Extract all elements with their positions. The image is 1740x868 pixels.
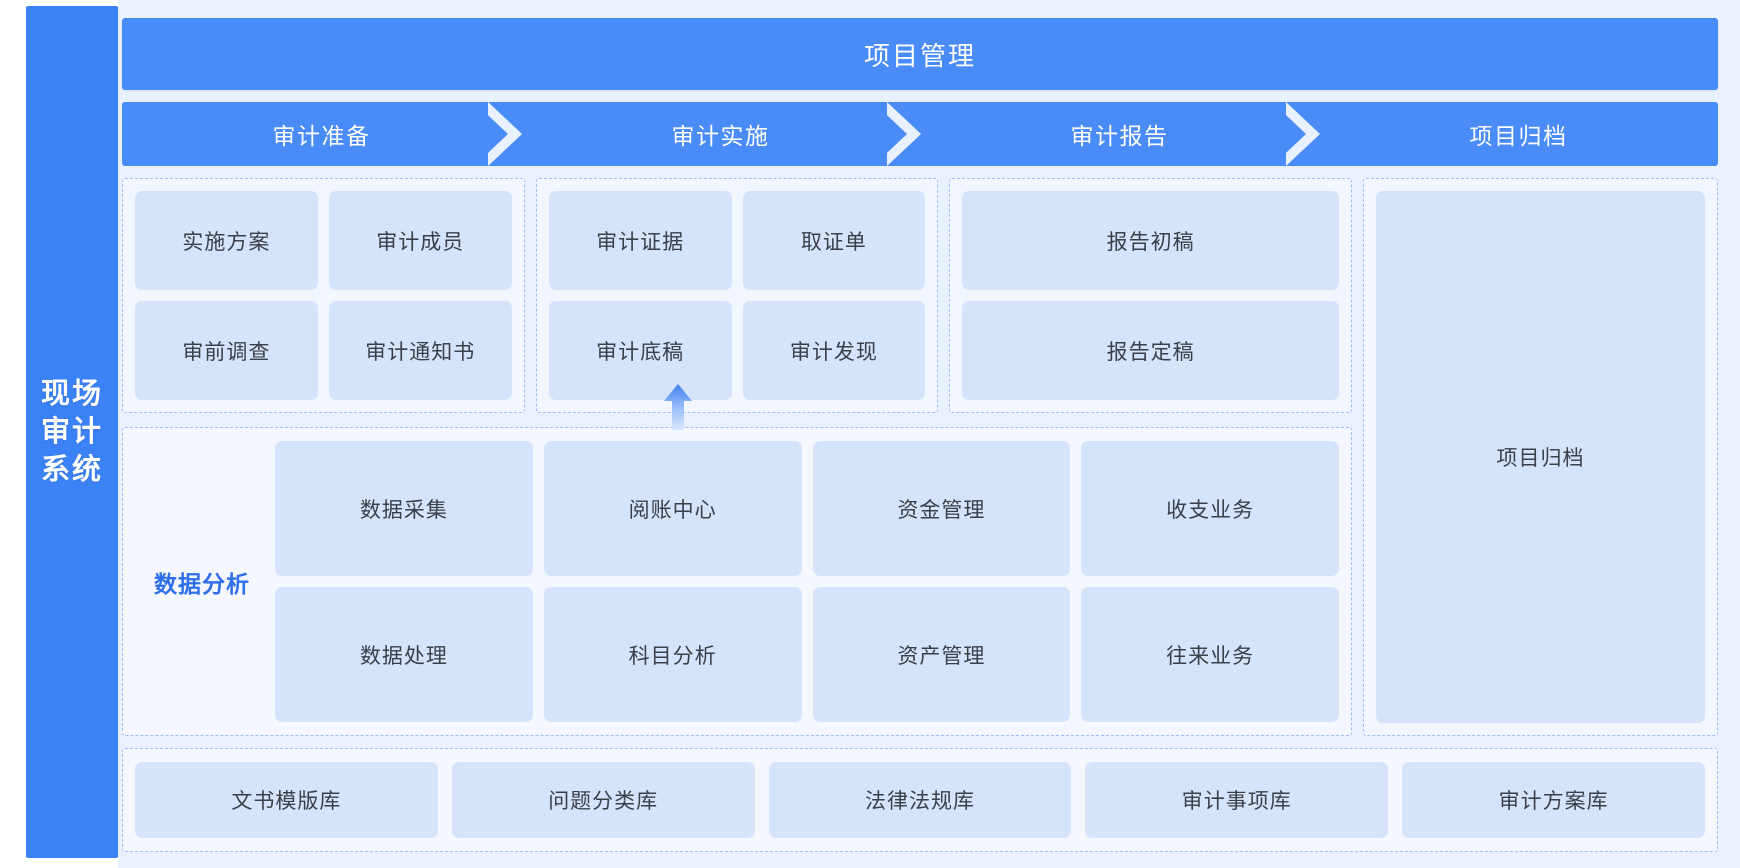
card-audit-working-paper[interactable]: 审计底稿 [548, 301, 732, 400]
project-management-bar[interactable]: 项目管理 [122, 18, 1718, 90]
card-revenue-expenditure[interactable]: 收支业务 [1081, 441, 1339, 576]
card-data-processing[interactable]: 数据处理 [275, 587, 533, 722]
chevron-right-icon [488, 102, 522, 166]
preparation-card-grid: 实施方案 审计成员 审前调查 审计通知书 [135, 191, 512, 400]
project-management-label: 项目管理 [863, 40, 976, 71]
card-issue-classification-library[interactable]: 问题分类库 [451, 762, 755, 838]
card-laws-regulations-library[interactable]: 法律法规库 [768, 762, 1072, 838]
data-analysis-card-grid: 数据采集 阅账中心 资金管理 收支业务 数据处理 科目分析 资产管理 往来业务 [275, 441, 1339, 722]
card-audit-evidence[interactable]: 审计证据 [548, 191, 732, 290]
card-audit-notice[interactable]: 审计通知书 [328, 301, 512, 400]
card-report-draft[interactable]: 报告初稿 [962, 191, 1340, 290]
report-card-grid: 报告初稿 报告定稿 [962, 191, 1340, 400]
stage-groups-row: 实施方案 审计成员 审前调查 审计通知书 审计证据 取证单 审计底稿 审计发现 [122, 178, 1353, 413]
card-data-collection[interactable]: 数据采集 [275, 441, 533, 576]
system-title: 现场审计系统 [40, 377, 103, 487]
stage-audit-preparation[interactable]: 审计准备 [122, 102, 522, 166]
group-audit-implementation: 审计证据 取证单 审计底稿 审计发现 [535, 178, 939, 413]
stage-project-archive[interactable]: 项目归档 [1319, 102, 1718, 166]
stage-bar: 审计准备 审计实施 审计报告 [122, 102, 1718, 166]
implementation-card-grid: 审计证据 取证单 审计底稿 审计发现 [548, 191, 926, 400]
chevron-right-icon [887, 102, 921, 166]
card-document-template-library[interactable]: 文书模版库 [135, 762, 438, 838]
card-implementation-plan[interactable]: 实施方案 [135, 191, 318, 290]
stage-audit-implementation[interactable]: 审计实施 [521, 102, 921, 166]
stage-content-columns: 实施方案 审计成员 审前调查 审计通知书 审计证据 取证单 审计底稿 审计发现 [122, 178, 1353, 736]
card-asset-management[interactable]: 资产管理 [812, 587, 1071, 722]
card-audit-members[interactable]: 审计成员 [328, 191, 512, 290]
card-account-analysis[interactable]: 科目分析 [543, 587, 802, 722]
card-fund-management[interactable]: 资金管理 [812, 441, 1071, 576]
stage-label: 审计实施 [671, 123, 770, 149]
group-audit-report: 报告初稿 报告定稿 [949, 178, 1353, 413]
card-current-account-business[interactable]: 往来业务 [1081, 587, 1339, 722]
stage-label: 审计准备 [272, 123, 371, 149]
card-audit-finding[interactable]: 审计发现 [742, 301, 926, 400]
card-audit-plan-library[interactable]: 审计方案库 [1402, 762, 1705, 838]
stage-label: 审计报告 [1070, 123, 1169, 149]
card-pre-audit-survey[interactable]: 审前调查 [135, 301, 318, 400]
data-analysis-label: 数据分析 [154, 570, 250, 597]
work-area: 实施方案 审计成员 审前调查 审计通知书 审计证据 取证单 审计底稿 审计发现 [122, 178, 1718, 736]
stage-audit-report[interactable]: 审计报告 [920, 102, 1320, 166]
chevron-right-icon [1286, 102, 1320, 166]
card-audit-matters-library[interactable]: 审计事项库 [1085, 762, 1389, 838]
stage-label: 项目归档 [1469, 123, 1568, 149]
group-audit-preparation: 实施方案 审计成员 审前调查 审计通知书 [122, 178, 525, 413]
card-report-final[interactable]: 报告定稿 [962, 301, 1340, 400]
main-panel: 项目管理 审计准备 审计实施 审 [118, 0, 1740, 868]
group-project-archive: 项目归档 [1363, 178, 1718, 736]
group-data-analysis: 数据分析 数据采集 阅账中心 资金管理 收支业务 数据处理 科目分析 资产管理 … [122, 384, 1352, 736]
brand-rail: 现场审计系统 [26, 6, 118, 858]
library-band: 文书模版库 问题分类库 法律法规库 审计事项库 审计方案库 [122, 748, 1718, 852]
brand-rail-container: 现场审计系统 [0, 0, 118, 868]
card-ledger-review-center[interactable]: 阅账中心 [543, 441, 802, 576]
card-evidence-form[interactable]: 取证单 [742, 191, 926, 290]
card-project-archive[interactable]: 项目归档 [1376, 191, 1705, 723]
